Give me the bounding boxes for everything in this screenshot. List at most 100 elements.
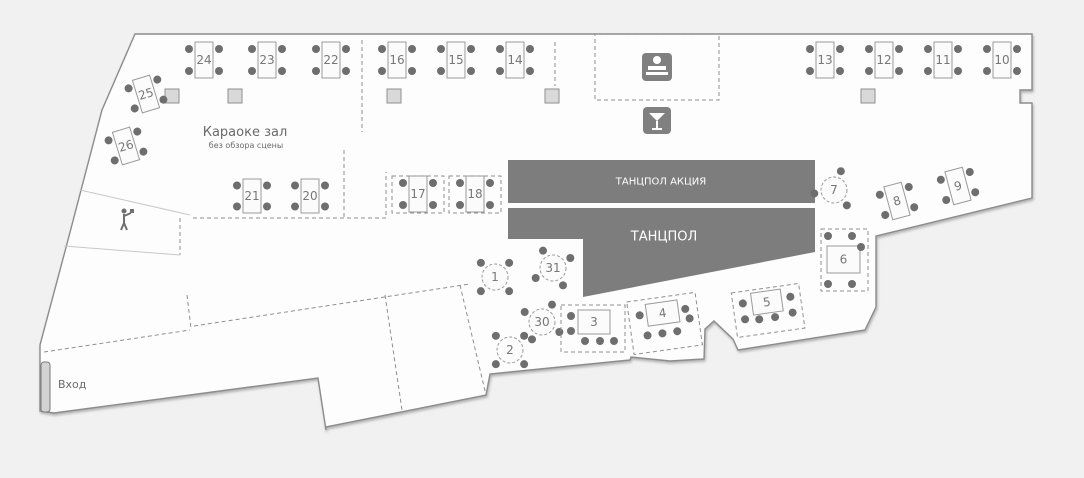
entrance-door[interactable] (40, 361, 51, 413)
chair (408, 67, 416, 75)
chair (505, 287, 514, 296)
chair (408, 45, 416, 53)
table-31-top (539, 254, 567, 282)
chair (185, 45, 193, 53)
chair (233, 181, 241, 190)
chair (824, 232, 832, 240)
table-9[interactable]: 9 (935, 165, 981, 208)
chair (505, 258, 514, 267)
table-10[interactable]: 10 (983, 41, 1021, 79)
table-25[interactable]: 25 (123, 72, 169, 116)
table-9-top (944, 166, 972, 206)
table-22[interactable]: 22 (312, 41, 350, 79)
chair (476, 287, 485, 296)
chair (810, 189, 819, 198)
table-15[interactable]: 15 (437, 41, 475, 79)
chair (520, 360, 529, 369)
table-17[interactable]: 17 (391, 175, 445, 214)
chair (321, 181, 329, 190)
chair (824, 280, 832, 288)
chair (643, 331, 652, 340)
table-16[interactable]: 16 (378, 41, 416, 79)
dancefloor-label: ТАНЦПОЛ (630, 230, 698, 245)
chair (291, 181, 299, 190)
chair (429, 201, 437, 209)
chair (857, 243, 865, 251)
chair (786, 292, 795, 301)
chair (531, 274, 540, 282)
table-18[interactable]: 18 (448, 175, 502, 214)
chair (1013, 45, 1021, 53)
chair (965, 167, 974, 176)
chair (321, 202, 329, 211)
table-26[interactable]: 26 (103, 124, 149, 168)
table-30-top (528, 308, 556, 336)
chair (836, 67, 844, 75)
table-13-number: 13 (817, 53, 832, 67)
table-30[interactable]: 30 (520, 300, 564, 344)
table-13[interactable]: 13 (806, 41, 844, 79)
table-3[interactable]: 3 (560, 304, 626, 353)
entrance[interactable]: Вход (40, 361, 87, 413)
chair (486, 179, 494, 187)
chair (104, 136, 113, 145)
cocktail-bar-icon (643, 107, 671, 134)
table-4[interactable]: 4 (626, 291, 703, 356)
chair (539, 246, 547, 255)
table-11[interactable]: 11 (924, 41, 962, 79)
table-26-top (111, 126, 141, 166)
table-18-number: 18 (467, 187, 482, 201)
chair (581, 337, 589, 345)
chair (491, 360, 500, 369)
karaoke-title: Караоке зал (203, 125, 288, 140)
table-1-top (481, 263, 509, 291)
chair (520, 331, 529, 340)
interior-walls (43, 33, 720, 411)
table-4-number: 4 (658, 306, 668, 321)
chair (788, 308, 797, 317)
table-14[interactable]: 14 (496, 41, 534, 79)
table-6[interactable]: 6 (820, 228, 869, 292)
table-1[interactable]: 1 (476, 258, 514, 296)
table-17-number: 17 (410, 187, 425, 201)
chair (467, 67, 475, 75)
chair (635, 311, 644, 320)
chair (456, 179, 464, 187)
table-17-top (408, 175, 428, 213)
chair (528, 335, 536, 344)
table-9-number: 9 (952, 178, 963, 194)
table-10-top (992, 41, 1012, 79)
table-16-top (387, 41, 407, 79)
table-21-top (242, 178, 262, 214)
table-25-top (131, 74, 161, 114)
table-7[interactable]: 7 (810, 167, 851, 210)
table-5[interactable]: 5 (730, 282, 806, 339)
table-20[interactable]: 20 (291, 178, 329, 214)
chair (153, 75, 162, 84)
table-14-top (505, 41, 525, 79)
table-5-zone (730, 282, 806, 339)
table-31[interactable]: 31 (531, 246, 575, 290)
table-24[interactable]: 24 (185, 41, 223, 79)
table-12[interactable]: 12 (865, 41, 903, 79)
table-21[interactable]: 21 (233, 178, 271, 214)
chair (548, 300, 556, 309)
table-5-top (749, 288, 784, 316)
dancefloor-promo[interactable]: ТАНЦПОЛ АКЦИЯ (508, 160, 815, 203)
chair (936, 175, 945, 184)
chair (685, 314, 694, 323)
table-23[interactable]: 23 (248, 41, 286, 79)
chair (476, 258, 485, 267)
table-8[interactable]: 8 (874, 180, 920, 223)
table-30-number: 30 (534, 315, 549, 329)
table-2[interactable]: 2 (491, 331, 529, 369)
dancefloor[interactable]: ТАНЦПОЛ (508, 208, 815, 297)
chair (1013, 67, 1021, 75)
chair (559, 281, 567, 290)
chair (983, 67, 991, 75)
chair (848, 232, 856, 240)
table-18-zone (448, 175, 502, 214)
chair (110, 156, 119, 165)
dancefloor-promo-label: ТАНЦПОЛ АКЦИЯ (615, 177, 706, 188)
